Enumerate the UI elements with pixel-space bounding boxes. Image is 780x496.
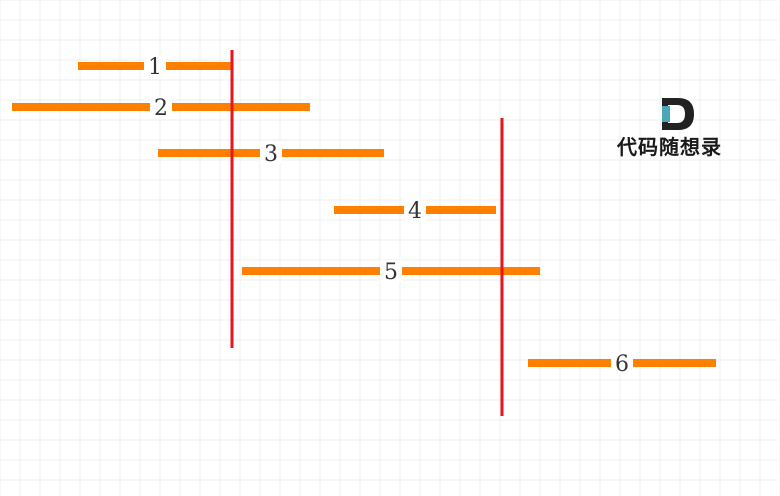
interval-label-background [260,142,282,164]
interval-segment: 3 [158,142,384,167]
interval-segment: 2 [12,96,310,121]
interval-label: 1 [148,55,162,80]
interval-label: 4 [408,199,422,224]
interval-label: 5 [384,260,398,285]
interval-label: 3 [264,142,278,167]
interval-label: 6 [615,352,629,377]
interval-segment: 1 [78,55,232,80]
logo: 代码随想录 [616,98,722,159]
logo-d-icon [662,98,694,130]
interval-label-background [404,199,426,221]
interval-label-background [150,96,172,118]
interval-segment: 5 [242,260,540,285]
interval-label-background [611,352,633,374]
arrows-layer [230,50,504,416]
interval-label-background [380,260,402,282]
interval-label: 2 [154,96,168,121]
segments-layer: 1 2 3 4 5 6 [12,55,716,377]
interval-segment: 6 [528,352,716,377]
interval-segment: 4 [334,199,496,224]
interval-label-background [144,55,166,77]
logo-text: 代码随想录 [616,135,722,159]
